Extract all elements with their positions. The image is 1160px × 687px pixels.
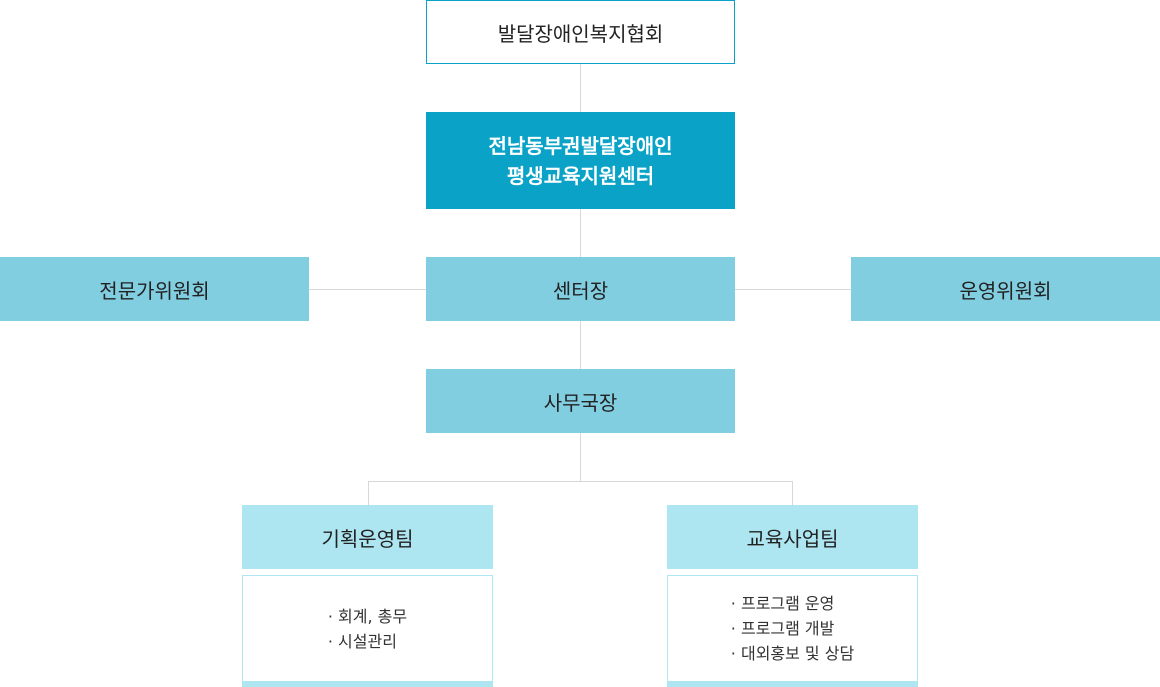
center-name-line2: 평생교육지원센터 (506, 163, 655, 188)
education-team-box: 교육사업팀 (667, 505, 918, 569)
director-box: 센터장 (426, 257, 735, 321)
duty-item: 회계, 총무 (328, 604, 407, 629)
top-organization-box: 발달장애인복지협회 (426, 0, 735, 64)
expert-committee-label: 전문가위원회 (99, 278, 210, 303)
secretary-general-label: 사무국장 (543, 390, 618, 415)
planning-duties-list: 회계, 총무 시설관리 (328, 604, 407, 654)
connector-teams-horizontal (368, 481, 793, 482)
connector-team-right (792, 481, 793, 505)
education-duties-list: 프로그램 운영 프로그램 개발 대외홍보 및 상담 (731, 591, 854, 666)
connector-top-center (580, 64, 581, 112)
planning-team-box: 기획운영팀 (242, 505, 493, 569)
connector-center-director (580, 209, 581, 257)
expert-committee-box: 전문가위원회 (0, 257, 309, 321)
connector-team-left (368, 481, 369, 505)
top-organization-label: 발달장애인복지협회 (497, 21, 664, 46)
planning-team-label: 기획운영팀 (321, 526, 414, 551)
operating-committee-label: 운영위원회 (959, 278, 1052, 303)
operating-committee-box: 운영위원회 (851, 257, 1160, 321)
connector-secretary-down (580, 433, 581, 481)
duty-item: 프로그램 개발 (731, 616, 854, 641)
connector-right-committee (735, 289, 851, 290)
connector-left-committee (309, 289, 426, 290)
education-team-label: 교육사업팀 (746, 526, 839, 551)
secretary-general-box: 사무국장 (426, 369, 735, 433)
center-name-line1: 전남동부권발달장애인 (488, 133, 673, 158)
center-box: 전남동부권발달장애인 평생교육지원센터 (426, 112, 735, 209)
connector-director-secretary (580, 321, 581, 369)
duty-item: 시설관리 (328, 629, 407, 654)
education-team-duties: 프로그램 운영 프로그램 개발 대외홍보 및 상담 (667, 575, 918, 687)
planning-team-duties: 회계, 총무 시설관리 (242, 575, 493, 687)
duty-item: 프로그램 운영 (731, 591, 854, 616)
duty-item: 대외홍보 및 상담 (731, 641, 854, 666)
director-label: 센터장 (552, 278, 609, 303)
